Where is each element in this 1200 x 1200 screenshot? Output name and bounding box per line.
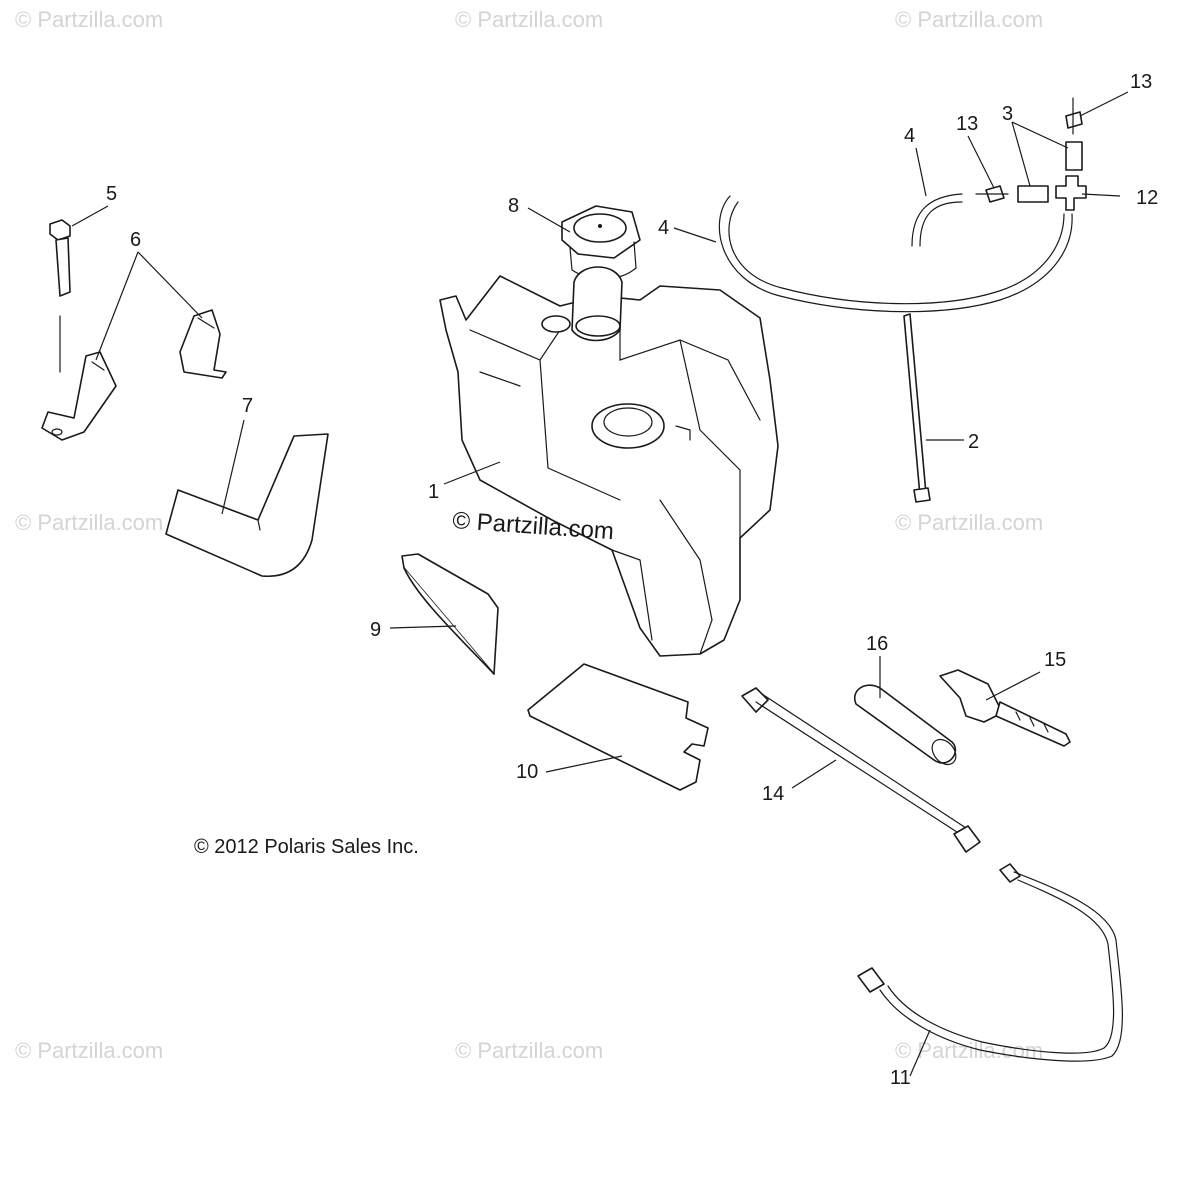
part-mat xyxy=(527,663,709,791)
part-tee-fitting xyxy=(1055,175,1087,211)
part-heat-shield xyxy=(401,553,499,675)
leader-lines xyxy=(71,91,1129,1077)
part-hose-piece-1 xyxy=(1017,185,1049,203)
callout-9: 9 xyxy=(370,619,381,641)
part-vent-hose-long xyxy=(718,195,1073,313)
callout-2: 2 xyxy=(968,431,979,453)
part-fuel-cap xyxy=(561,205,641,280)
part-fuel-tank xyxy=(439,266,779,657)
part-clamp xyxy=(939,669,1071,747)
part-bracket-left xyxy=(41,351,117,441)
callout-13-valve-left: 13 xyxy=(956,113,978,135)
part-strap xyxy=(903,313,931,503)
watermark-bottom-right: © Partzilla.com xyxy=(895,1038,1043,1063)
callout-1: 1 xyxy=(428,481,439,503)
part-sleeve xyxy=(853,684,957,766)
callout-16: 16 xyxy=(866,633,888,655)
callout-14: 14 xyxy=(762,783,784,805)
callout-13-valve-top: 13 xyxy=(1130,71,1152,93)
copyright-notice: © 2012 Polaris Sales Inc. xyxy=(194,836,419,858)
part-fuel-line xyxy=(741,687,981,853)
watermark-bottom-center: © Partzilla.com xyxy=(455,1038,603,1063)
watermark-top-center: © Partzilla.com xyxy=(455,7,603,32)
callout-7: 7 xyxy=(242,395,253,417)
callout-12: 12 xyxy=(1136,187,1158,209)
callout-4-short-hose: 4 xyxy=(904,125,915,147)
callout-11: 11 xyxy=(890,1067,911,1089)
part-vent-hose-short xyxy=(911,193,963,247)
callout-10: 10 xyxy=(516,761,538,783)
watermark-top-left: © Partzilla.com xyxy=(15,7,163,32)
callout-6: 6 xyxy=(130,229,141,251)
part-bracket-right xyxy=(179,309,227,379)
part-check-valve-1 xyxy=(975,185,1009,203)
watermark-mid-right: © Partzilla.com xyxy=(895,510,1043,535)
callout-5: 5 xyxy=(106,183,117,205)
watermarks: © Partzilla.com © Partzilla.com © Partzi… xyxy=(15,7,1043,1063)
callout-8: 8 xyxy=(508,195,519,217)
part-hose-assembly xyxy=(857,863,1123,1062)
part-pad xyxy=(165,433,329,578)
watermark-mid-left: © Partzilla.com xyxy=(15,510,163,535)
watermark-bottom-left: © Partzilla.com xyxy=(15,1038,163,1063)
part-check-valve-2 xyxy=(1065,97,1083,135)
watermark-top-right: © Partzilla.com xyxy=(895,7,1043,32)
callouts: 1 2 3 4 4 5 6 7 8 9 10 11 12 13 13 14 15… xyxy=(106,71,1158,1089)
callout-15: 15 xyxy=(1044,649,1066,671)
part-bolt xyxy=(49,219,71,373)
callout-3: 3 xyxy=(1002,103,1013,125)
part-hose-piece-2 xyxy=(1065,141,1083,171)
callout-4-long-hose: 4 xyxy=(658,217,669,239)
